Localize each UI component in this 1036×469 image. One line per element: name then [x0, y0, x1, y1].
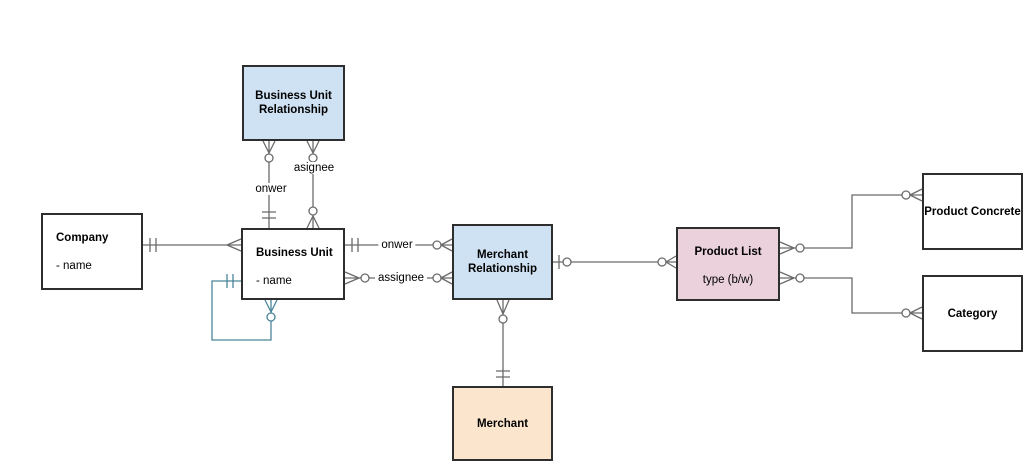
connector-pl-category [779, 271, 923, 320]
entity-name: Company [56, 232, 109, 244]
connector-mr-product-list [553, 255, 677, 269]
entity-category[interactable]: Category [922, 275, 1023, 352]
cardinality-zero-or-many-icon [901, 188, 923, 202]
relationship-label-mr-assignee: assignee [374, 272, 428, 284]
relationship-label-bur-owner: onwer [252, 183, 290, 195]
relationship-label-bur-assignee: asignee [290, 162, 338, 174]
entity-product-list[interactable]: Product List type (b/w) [676, 227, 780, 301]
cardinality-zero-or-many-icon [657, 255, 677, 269]
connector-company-business-unit [143, 238, 242, 252]
entity-name: Category [947, 307, 998, 320]
cardinality-zero-or-many-icon [262, 140, 276, 163]
cardinality-exactly-one-icon [149, 238, 157, 252]
entity-name: Product List [694, 246, 762, 258]
connector-pl-product-concrete [779, 188, 923, 255]
entity-attribute: - name [256, 275, 292, 287]
relationship-label-mr-owner: onwer [378, 239, 416, 251]
cardinality-exactly-one-icon [226, 274, 234, 288]
cardinality-zero-or-many-icon [779, 241, 805, 255]
entity-company[interactable]: Company - name [41, 213, 143, 290]
cardinality-zero-or-many-icon [432, 271, 453, 285]
connector-bur-assignee [306, 140, 320, 229]
entity-name: Business Unit Relationship [255, 90, 332, 116]
cardinality-zero-or-many-icon [432, 238, 453, 252]
entity-attribute: - name [56, 260, 92, 272]
entity-merchant[interactable]: Merchant [452, 386, 553, 461]
connector-mr-merchant [496, 299, 510, 386]
cardinality-zero-or-many-icon [344, 271, 370, 285]
entity-name: Merchant [476, 417, 529, 430]
connector-bu-self-loop [211, 274, 278, 341]
entity-product-concrete[interactable]: Product Concrete [922, 173, 1023, 250]
entity-merchant-relationship[interactable]: Merchant Relationship [452, 224, 553, 300]
cardinality-zero-or-many-icon [496, 299, 510, 324]
cardinality-zero-or-many-icon [901, 306, 923, 320]
cardinality-exactly-one-icon [351, 238, 359, 252]
cardinality-zero-or-many-icon [264, 299, 278, 322]
entity-name: Merchant Relationship [467, 249, 537, 275]
entity-business-unit[interactable]: Business Unit - name [241, 228, 345, 300]
cardinality-exactly-one-icon [496, 370, 510, 378]
entity-name: Business Unit [256, 247, 333, 259]
entity-attribute: type (b/w) [702, 274, 754, 286]
cardinality-zero-or-many-icon [306, 206, 320, 229]
cardinality-many-icon [226, 238, 242, 252]
entity-business-unit-relationship[interactable]: Business Unit Relationship [242, 65, 345, 141]
cardinality-zero-or-one-icon [558, 255, 572, 269]
cardinality-exactly-one-icon [262, 211, 276, 219]
entity-name: Product Concrete [924, 205, 1021, 218]
cardinality-zero-or-many-icon [779, 271, 805, 285]
